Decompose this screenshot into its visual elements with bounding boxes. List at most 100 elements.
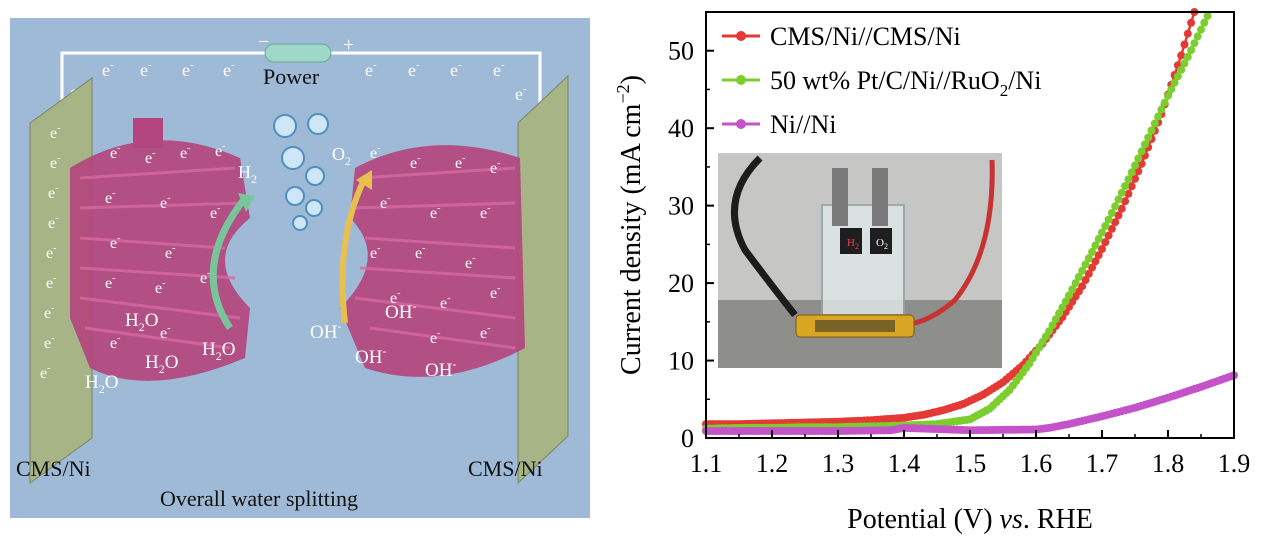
y-tick-label: 10 — [668, 347, 694, 376]
series-point — [1134, 167, 1143, 176]
series-point — [1173, 72, 1182, 81]
water-splitting-schematic: − + Power e-e-e-e-e-e-e-e-e-e- e-e-e-e-e… — [10, 18, 590, 518]
series-point — [1124, 189, 1133, 198]
legend-item-ni: Ni//Ni — [722, 110, 836, 139]
series-point — [1094, 251, 1103, 260]
series-point — [1068, 285, 1077, 294]
series-point — [1088, 263, 1097, 272]
series-point — [1200, 18, 1209, 27]
catalyst-electron: e- — [155, 278, 165, 297]
y-tick-label: 50 — [668, 37, 694, 66]
series-point — [1154, 112, 1163, 121]
catalyst-electron: e- — [48, 213, 58, 232]
catalyst-electron: e- — [480, 203, 490, 222]
catalyst-electron: e- — [390, 288, 400, 307]
catalyst-electron: e- — [210, 203, 220, 222]
x-tick-label: 1.9 — [1218, 449, 1251, 478]
x-tick-label: 1.4 — [888, 449, 921, 478]
svg-text:H2O: H2O — [202, 339, 235, 363]
series-point — [1098, 228, 1106, 237]
clip-left — [832, 168, 848, 226]
series-point — [1157, 105, 1166, 114]
catalyst-electron: e- — [380, 193, 390, 212]
series-point — [1111, 218, 1120, 227]
series-point — [1074, 272, 1083, 281]
catalyst-electron: e- — [105, 188, 115, 207]
series-point — [1088, 247, 1097, 256]
series-point — [1203, 11, 1212, 20]
series-point — [1124, 175, 1133, 184]
series-point — [1127, 168, 1136, 177]
catalyst-electron: e- — [46, 273, 56, 292]
series-point — [1078, 266, 1087, 275]
catalyst-electron: e- — [50, 153, 60, 172]
series-point — [1098, 245, 1106, 253]
series-point — [1111, 202, 1120, 211]
catalyst-electron: e- — [410, 153, 420, 172]
gas-bubbles — [273, 113, 329, 231]
series-point — [1177, 51, 1186, 60]
series-point — [1137, 147, 1146, 156]
series-point — [1131, 161, 1139, 170]
o2-arrow — [339, 176, 368, 324]
left-electrode-label: CMS/Ni — [16, 456, 91, 481]
series-point — [1167, 85, 1176, 94]
svg-text:OH-: OH- — [385, 299, 416, 323]
series-2 — [702, 371, 1238, 435]
caption: Overall water splitting — [160, 486, 358, 511]
black-lead — [730, 155, 798, 318]
catalyst-electron: e- — [490, 158, 500, 177]
series-point — [1051, 315, 1060, 324]
h2-label: H2 — [238, 162, 257, 186]
series-point — [1170, 78, 1179, 87]
catalyst-electron: e- — [40, 363, 50, 382]
series-point — [1160, 98, 1169, 107]
series-point — [1048, 321, 1057, 330]
catalyst-electron: e- — [490, 283, 500, 302]
catalyst-electron: e- — [44, 303, 54, 322]
y-axis-label: Current density (mA cm−2) — [613, 75, 647, 375]
y-tick-label: 30 — [668, 192, 694, 221]
catalyst-electron: e- — [48, 183, 58, 202]
series-point — [1094, 234, 1103, 243]
catalyst-electron: e- — [165, 243, 175, 262]
catalyst-electron: e- — [440, 293, 450, 312]
y-tick-label: 20 — [668, 269, 694, 298]
series-point — [1101, 222, 1110, 230]
svg-text:OH-: OH- — [355, 344, 386, 368]
legend-label-cms: CMS/Ni//CMS/Ni — [770, 22, 961, 51]
svg-text:H2O: H2O — [125, 310, 158, 334]
schematic-svg: − + Power e-e-e-e-e-e-e-e-e-e- e-e-e-e-e… — [10, 18, 590, 518]
series-point — [1091, 257, 1100, 266]
series-point — [1144, 133, 1153, 142]
series-point — [1190, 39, 1199, 48]
x-tick-label: 1.5 — [954, 449, 987, 478]
inset-photo: H2 O2 — [718, 153, 1002, 368]
h2-arrow-head — [238, 193, 255, 212]
x-tick-label: 1.7 — [1086, 449, 1119, 478]
catalyst-electron: e- — [430, 203, 440, 222]
series-point — [1065, 291, 1073, 300]
series-point — [1055, 309, 1064, 318]
legend-item-ptc: 50 wt% Pt/C/Ni//RuO2/Ni — [722, 66, 1041, 100]
catalyst-electron: e- — [480, 323, 490, 342]
catalyst-electron: e- — [200, 268, 210, 287]
catalyst-electron: e- — [110, 333, 120, 352]
catalyst-electron: e- — [105, 273, 115, 292]
series-point — [1134, 154, 1143, 163]
series-point — [1081, 276, 1090, 284]
catalyst-electron: e- — [160, 193, 170, 212]
electrode-o — [870, 228, 892, 254]
inset-h-tag: H2 — [847, 237, 859, 251]
legend-label-ptc: 50 wt% Pt/C/Ni//RuO2/Ni — [770, 66, 1041, 100]
series-point — [1101, 238, 1110, 247]
series-point — [1180, 40, 1189, 49]
hydroxide-labels: OH- OH- OH- OH- — [310, 299, 456, 381]
x-tick-label: 1.2 — [756, 449, 789, 478]
inset-o-tag: O2 — [876, 237, 888, 251]
series-point — [1187, 18, 1196, 27]
series-point — [1091, 241, 1100, 250]
